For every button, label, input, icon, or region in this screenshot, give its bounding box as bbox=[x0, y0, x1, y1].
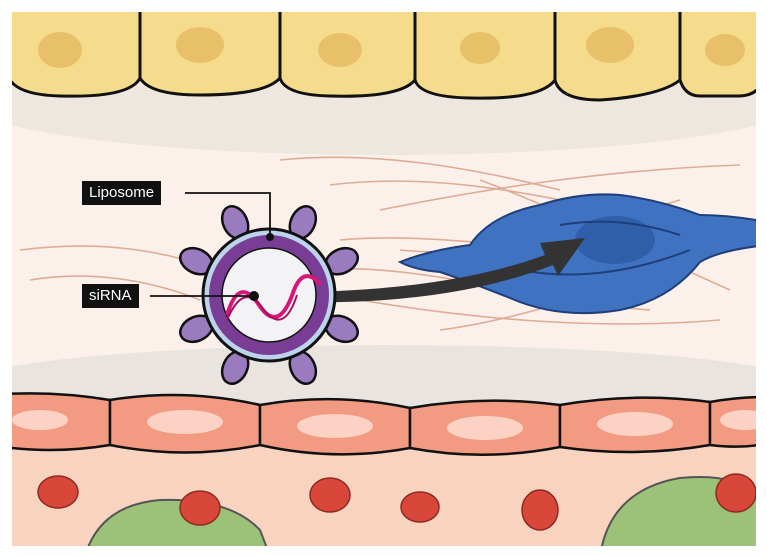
fibroblast-nucleus bbox=[575, 216, 655, 264]
liposome-pointer-dot bbox=[266, 233, 274, 241]
leader-lines bbox=[150, 192, 271, 297]
sirna-strand bbox=[225, 274, 323, 319]
sirna-label: siRNA bbox=[82, 284, 139, 308]
epithelial-nuclei bbox=[38, 27, 745, 68]
liposome-label: Liposome bbox=[82, 181, 162, 205]
sirna-pointer-dot bbox=[249, 291, 259, 301]
liposome bbox=[179, 205, 359, 385]
epithelial-cells bbox=[12, 12, 756, 102]
endothelial-nuclei bbox=[12, 410, 756, 440]
liposome-ligands bbox=[179, 205, 359, 385]
red-blood-cells bbox=[37, 473, 756, 531]
